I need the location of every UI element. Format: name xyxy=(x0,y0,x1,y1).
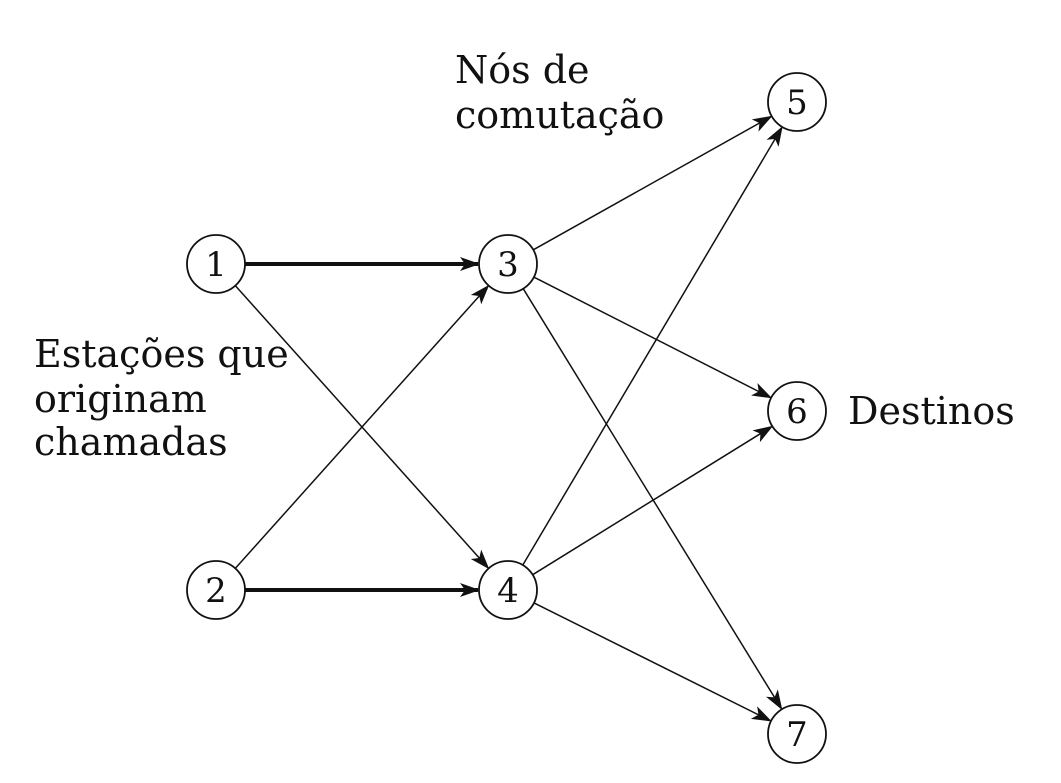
edges-layer xyxy=(234,115,783,722)
edge-4-to-6 xyxy=(532,425,774,576)
edge-4-to-7 xyxy=(533,602,772,722)
switching-nodes-caption: Nós de comutação xyxy=(455,48,664,137)
node-3: 3 xyxy=(478,234,538,294)
node-5-label: 5 xyxy=(786,83,808,123)
node-6: 6 xyxy=(767,381,827,441)
node-4: 4 xyxy=(478,560,538,620)
node-7: 7 xyxy=(767,704,827,764)
node-1-label: 1 xyxy=(205,245,227,285)
node-4-label: 4 xyxy=(497,571,519,611)
origin-stations-caption-line-3: chamadas xyxy=(34,420,228,464)
origin-stations-caption-line-1: Estações que xyxy=(34,332,289,376)
edge-4-to-5 xyxy=(522,126,783,566)
node-2: 2 xyxy=(186,560,246,620)
edge-3-to-5 xyxy=(532,115,773,251)
node-5-circle xyxy=(767,72,827,132)
node-6-label: 6 xyxy=(786,392,808,432)
origin-stations-caption: Estações que originam chamadas xyxy=(34,332,289,464)
switching-nodes-caption-line-1: Nós de xyxy=(455,48,590,92)
node-7-label: 7 xyxy=(786,715,808,755)
node-6-circle xyxy=(767,381,827,441)
edge-2-to-3 xyxy=(234,284,490,569)
node-3-label: 3 xyxy=(497,245,519,285)
node-5: 5 xyxy=(767,72,827,132)
node-3-circle xyxy=(478,234,538,294)
edge-3-to-7 xyxy=(522,288,783,711)
origin-stations-caption-line-2: originam xyxy=(34,377,207,421)
node-4-circle xyxy=(478,560,538,620)
node-1: 1 xyxy=(186,234,246,294)
node-2-label: 2 xyxy=(205,571,227,611)
node-2-circle xyxy=(186,560,246,620)
node-7-circle xyxy=(767,704,827,764)
edge-3-to-6 xyxy=(533,276,773,399)
destinations-caption: Destinos xyxy=(848,389,1015,433)
nodes-layer: 1 2 3 4 5 6 7 xyxy=(186,72,827,764)
switching-nodes-caption-line-2: comutação xyxy=(455,93,664,137)
node-1-circle xyxy=(186,234,246,294)
